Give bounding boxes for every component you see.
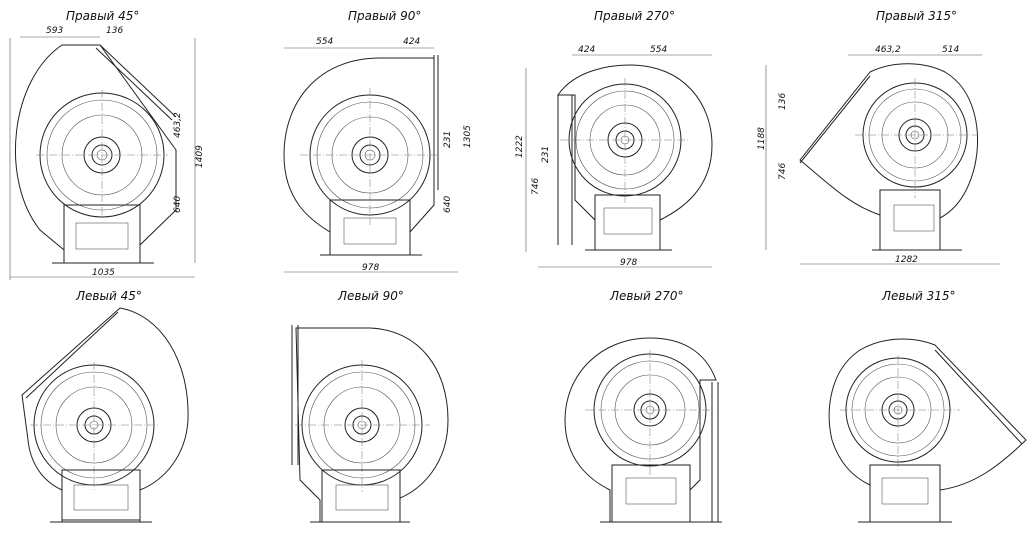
view-left-315: Левый 315° xyxy=(828,289,1027,523)
dim-136: 136 xyxy=(106,26,123,36)
dim-1035: 1035 xyxy=(92,268,115,278)
dim-424: 424 xyxy=(578,45,595,55)
dim-231: 231 xyxy=(541,146,551,163)
view-title: Правый 270° xyxy=(594,9,675,23)
view-title: Правый 90° xyxy=(348,9,421,23)
dim-746: 746 xyxy=(778,163,788,180)
dim-231: 231 xyxy=(443,131,453,148)
dim-514: 514 xyxy=(942,45,959,55)
dim-1222: 1222 xyxy=(515,135,525,158)
view-title: Левый 270° xyxy=(609,289,683,303)
dim-640: 640 xyxy=(173,196,183,213)
dim-640: 640 xyxy=(443,196,453,213)
dim-424: 424 xyxy=(403,37,420,47)
view-right-45: Правый 45° 593 136 463,2 1409 640 1035 xyxy=(9,9,205,280)
dim-978: 978 xyxy=(362,263,379,273)
view-title: Правый 45° xyxy=(66,9,139,23)
dim-1188: 1188 xyxy=(757,127,767,150)
dim-593: 593 xyxy=(46,26,63,36)
view-left-90: Левый 90° xyxy=(291,289,449,523)
view-right-90: Правый 90° 554 424 231 1305 640 978 xyxy=(283,9,473,273)
dim-463: 463,2 xyxy=(875,45,901,55)
dim-978: 978 xyxy=(620,258,637,268)
dim-554: 554 xyxy=(316,37,333,47)
dim-1305: 1305 xyxy=(463,125,473,148)
view-title: Левый 90° xyxy=(337,289,404,303)
dim-463: 463,2 xyxy=(173,112,183,138)
view-title: Левый 45° xyxy=(75,289,142,303)
view-left-270: Левый 270° xyxy=(564,289,722,523)
view-title: Левый 315° xyxy=(881,289,955,303)
dim-1409: 1409 xyxy=(195,145,205,168)
view-right-270: Правый 270° 424 554 1222 231 746 978 xyxy=(515,9,713,268)
dim-1282: 1282 xyxy=(895,255,918,265)
dim-136: 136 xyxy=(778,93,788,110)
view-title: Правый 315° xyxy=(876,9,957,23)
dim-746: 746 xyxy=(531,178,541,195)
view-right-315: Правый 315° 463,2 514 136 1188 746 1282 xyxy=(757,9,1000,265)
view-left-45: Левый 45° xyxy=(21,289,189,523)
dim-554: 554 xyxy=(650,45,667,55)
